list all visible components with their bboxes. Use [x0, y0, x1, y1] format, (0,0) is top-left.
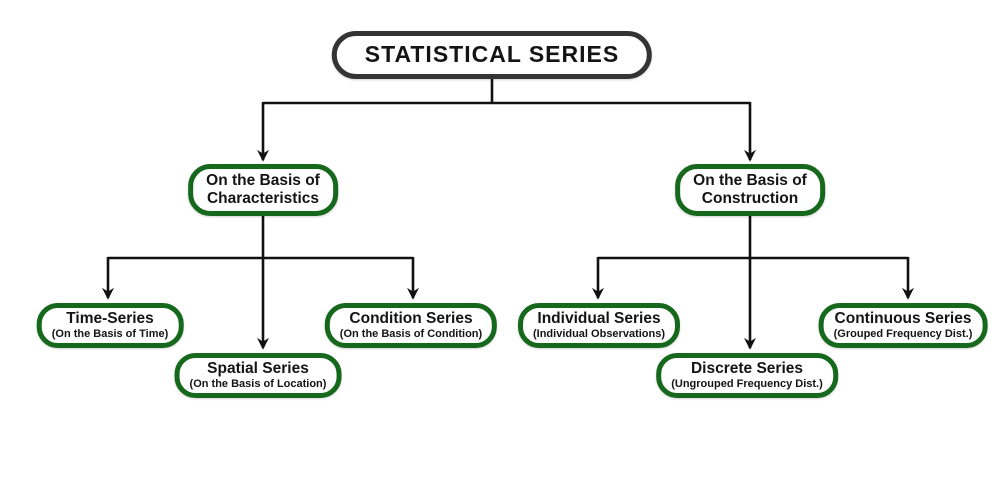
node-basis-of-construction-line2: Construction — [701, 190, 799, 208]
node-individual-series: Individual Series (Individual Observatio… — [517, 303, 681, 348]
node-continuous-series: Continuous Series (Grouped Frequency Dis… — [818, 303, 988, 348]
node-basis-of-construction-line1: On the Basis of — [693, 172, 807, 189]
node-individual-series-title: Individual Series — [537, 310, 661, 327]
node-statistical-series-label: STATISTICAL SERIES — [364, 41, 620, 67]
node-basis-of-characteristics-line1: On the Basis of — [206, 172, 320, 189]
node-condition-series-subtitle: (On the Basis of Condition) — [339, 327, 483, 340]
node-condition-series-title: Condition Series — [349, 310, 473, 327]
node-discrete-series: Discrete Series (Ungrouped Frequency Dis… — [656, 353, 838, 398]
node-discrete-series-title: Discrete Series — [690, 360, 804, 377]
node-time-series-subtitle: (On the Basis of Time) — [51, 327, 169, 340]
node-basis-of-construction: On the Basis of Construction — [675, 164, 825, 217]
node-basis-of-characteristics-line2: Characteristics — [206, 190, 319, 208]
node-time-series: Time-Series (On the Basis of Time) — [36, 303, 184, 348]
node-spatial-series: Spatial Series (On the Basis of Location… — [174, 353, 342, 398]
node-discrete-series-subtitle: (Ungrouped Frequency Dist.) — [671, 377, 823, 390]
node-spatial-series-subtitle: (On the Basis of Location) — [189, 377, 327, 390]
node-individual-series-subtitle: (Individual Observations) — [532, 327, 666, 340]
node-spatial-series-title: Spatial Series — [207, 360, 309, 377]
node-time-series-title: Time-Series — [66, 310, 154, 327]
node-continuous-series-subtitle: (Grouped Frequency Dist.) — [833, 327, 973, 340]
node-condition-series: Condition Series (On the Basis of Condit… — [324, 303, 498, 348]
node-statistical-series: STATISTICAL SERIES — [331, 31, 653, 79]
node-continuous-series-title: Continuous Series — [834, 310, 972, 327]
node-basis-of-characteristics: On the Basis of Characteristics — [188, 164, 338, 217]
